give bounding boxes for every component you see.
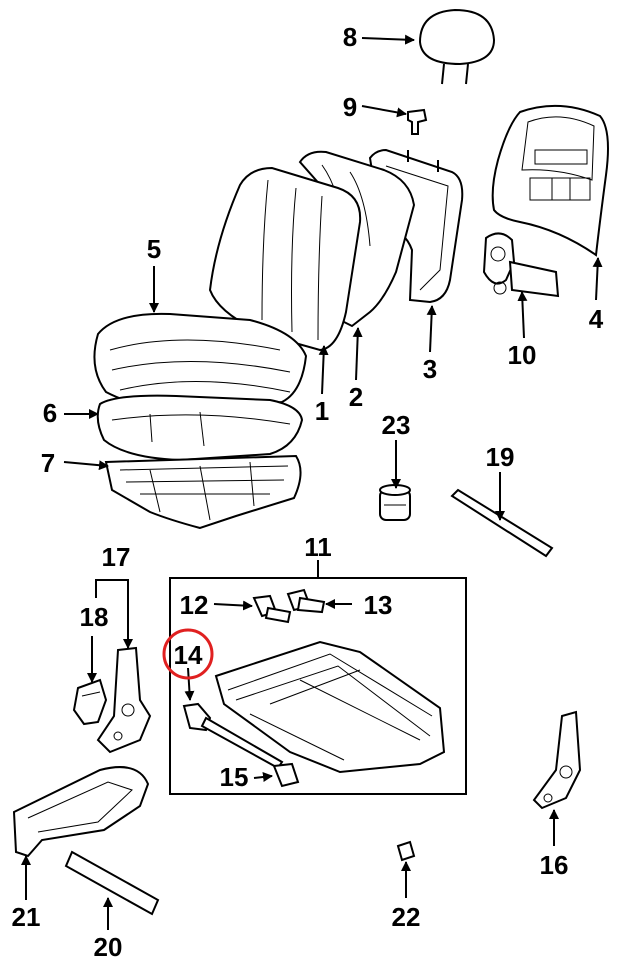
callout-12: 12 bbox=[180, 590, 209, 620]
seat-cushion-frame-part bbox=[104, 454, 302, 530]
callout-17: 17 bbox=[102, 542, 131, 572]
callout-14: 14 bbox=[174, 640, 203, 670]
callout-15: 15 bbox=[220, 762, 249, 792]
recliner-bracket-part bbox=[96, 646, 152, 754]
callout-13: 13 bbox=[364, 590, 393, 620]
callout-8: 8 bbox=[343, 22, 357, 52]
side-bracket-part bbox=[532, 710, 582, 810]
callout-2: 2 bbox=[349, 382, 363, 412]
rod-part bbox=[450, 488, 554, 558]
seat-back-panel-part bbox=[491, 104, 609, 257]
adjuster-link-part bbox=[182, 702, 284, 770]
callout-21: 21 bbox=[12, 902, 41, 932]
trim-strip-part bbox=[64, 850, 160, 916]
callout-4: 4 bbox=[589, 304, 604, 334]
seat-track-part bbox=[214, 640, 446, 774]
callout-22: 22 bbox=[392, 902, 421, 932]
callout-3: 3 bbox=[423, 354, 437, 384]
lever-part bbox=[72, 678, 108, 726]
callout-10: 10 bbox=[508, 340, 537, 370]
clip-part bbox=[396, 840, 416, 862]
callout-9: 9 bbox=[343, 92, 357, 122]
headrest-guide-part bbox=[407, 108, 428, 135]
callout-18: 18 bbox=[80, 602, 109, 632]
leader-lines bbox=[21, 34, 603, 930]
callout-23: 23 bbox=[382, 410, 411, 440]
highlight-circle bbox=[162, 628, 214, 680]
headrest-part bbox=[418, 8, 496, 85]
callout-19: 19 bbox=[486, 442, 515, 472]
bolt-part-2 bbox=[286, 588, 326, 614]
callout-5: 5 bbox=[147, 234, 161, 264]
callout-16: 16 bbox=[540, 850, 569, 880]
knob-part bbox=[379, 484, 411, 521]
seat-cushion-pad-part bbox=[96, 394, 304, 462]
callout-20: 20 bbox=[94, 932, 123, 962]
callout-11: 11 bbox=[304, 532, 332, 562]
callout-1: 1 bbox=[315, 396, 329, 426]
seat-cushion-cover-part bbox=[93, 312, 308, 414]
callout-7: 7 bbox=[41, 448, 55, 478]
callout-6: 6 bbox=[43, 398, 57, 428]
adjuster-end-part bbox=[272, 762, 300, 788]
recliner-mechanism-part bbox=[482, 232, 560, 298]
side-shield-part bbox=[12, 766, 150, 858]
bolt-part bbox=[252, 594, 292, 624]
seat-back-cover-part bbox=[208, 166, 362, 352]
